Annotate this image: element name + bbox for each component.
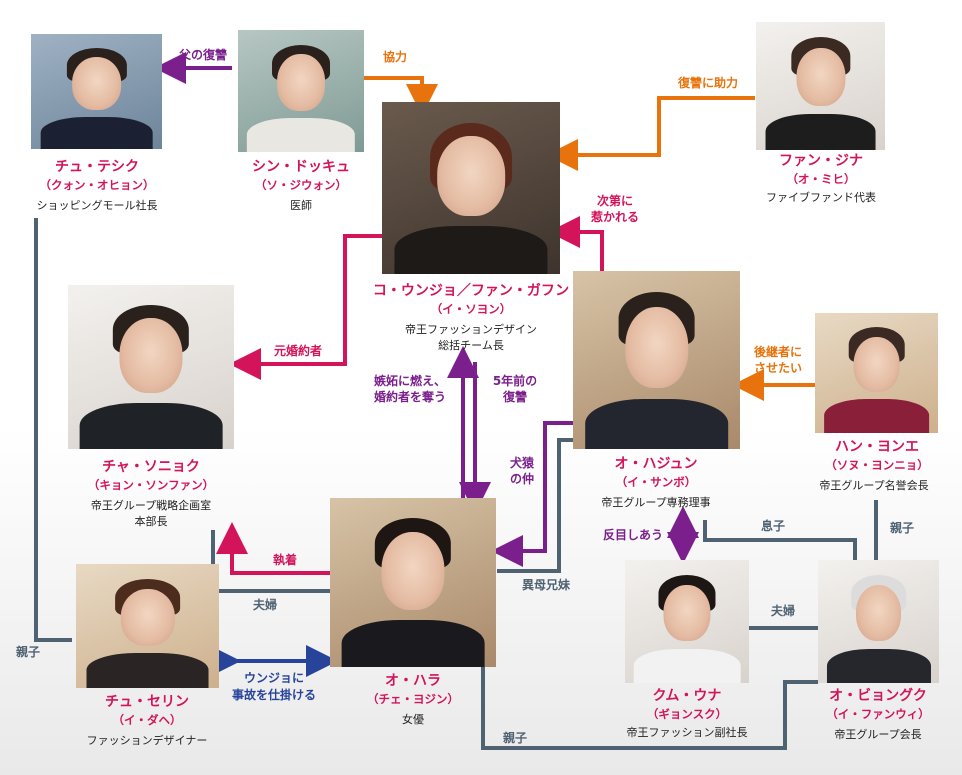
label-cooperation: 協力 [382, 50, 407, 64]
label-revenge5-2: 復讐 [502, 390, 527, 404]
name-o-hara: オ・ハラ [385, 673, 441, 689]
role-fan-jina: ファイブファンド代表 [766, 191, 876, 204]
arrow-attracted [548, 216, 604, 272]
photo-o-hajun [573, 271, 740, 449]
actor-han-yone: （ソヌ・ヨンニョ） [825, 458, 929, 472]
role-shin-dokkyu: 医師 [290, 199, 312, 212]
name-o-byonguk: オ・ビョングク [829, 688, 927, 704]
label-successor-2: させたい [753, 361, 802, 375]
label-parent-child-3: 親子 [15, 645, 40, 659]
role-o-byonguk: 帝王グループ会長 [834, 728, 922, 741]
photo-chu-tesik [31, 34, 162, 149]
name-o-hajun: オ・ハジュン [614, 456, 698, 472]
actor-fan-jina: （オ・ミヒ） [786, 172, 856, 186]
role-kum-una: 帝王ファッション副社長 [626, 726, 748, 739]
photo-cha-sonyok [68, 285, 234, 449]
photo-ko-unjo [382, 102, 560, 274]
label-parent-child-1: 親子 [889, 521, 914, 535]
photo-kum-una [625, 560, 749, 683]
label-couple-1: 夫婦 [252, 598, 277, 612]
actor-kum-una: （ギョンスク） [646, 707, 728, 721]
actor-o-hara: （チェ・ヨジン） [367, 692, 459, 706]
role-han-yone: 帝王グループ名誉会長 [819, 479, 929, 492]
line-half-siblings [497, 438, 573, 573]
photo-shin-dokkyu [238, 30, 364, 152]
label-half-siblings: 異母兄妹 [521, 578, 570, 592]
label-couple-2: 夫婦 [770, 604, 795, 618]
actor-o-hajun: （イ・サンボ） [615, 475, 697, 489]
role-o-hara: 女優 [402, 713, 424, 726]
photo-han-yone [815, 313, 938, 433]
label-enemies-2: の仲 [509, 472, 534, 486]
label-accident-1: ウンジョに [243, 671, 304, 685]
role-cha-sonyok-1: 帝王グループ戦略企画室 [90, 499, 212, 512]
name-fan-jina: ファン・ジナ [779, 153, 863, 169]
label-revenge5-1: 5年前の [492, 374, 538, 388]
label-obsession: 執着 [272, 553, 297, 567]
name-cha-sonyok: チャ・ソニョク [102, 459, 200, 475]
photo-fan-jina [756, 22, 885, 150]
photo-o-byonguk [818, 560, 939, 683]
label-parent-child-2: 親子 [502, 731, 527, 745]
label-rivals: 反目しあう [602, 528, 663, 542]
name-ko-unjo: コ・ウンジョ／ファン・ガフン [372, 283, 570, 299]
actor-ko-unjo: （イ・ソヨン） [430, 302, 512, 316]
name-shin-dokkyu: シン・ドッキュ [252, 159, 350, 175]
label-jealous-2: 婚約者を奪う [373, 390, 446, 404]
label-successor-1: 後継者に [753, 345, 802, 359]
line-chu-tesik-serin [34, 218, 72, 642]
actor-cha-sonyok: （キョン・ソンファン） [87, 478, 215, 492]
name-chu-serin: チュ・セリン [105, 694, 189, 710]
arrow-enemies [491, 421, 573, 567]
label-enemies-1: 犬猿 [509, 456, 534, 470]
line-parent-hara [481, 655, 818, 750]
name-han-yone: ハン・ヨンエ [835, 439, 919, 455]
role-chu-serin: ファッションデザイナー [86, 734, 208, 747]
label-jealous-1: 嫉妬に燃え、 [373, 374, 446, 388]
label-help-revenge: 復讐に助力 [677, 76, 738, 90]
label-ex-fiance: 元婚約者 [273, 344, 322, 358]
role-o-hajun: 帝王グループ専務理事 [601, 496, 711, 509]
role-chu-tesik: ショッピングモール社長 [36, 199, 158, 212]
actor-shin-dokkyu: （ソ・ジウォン） [255, 178, 347, 192]
line-son [703, 520, 857, 560]
actor-o-byonguk: （イ・ファンウィ） [826, 707, 930, 721]
label-attracted-2: 惹かれる [590, 210, 639, 224]
label-revenge-father: 父の復讐 [178, 48, 227, 62]
arrow-help-revenge [546, 96, 755, 171]
role-ko-unjo-2: 総括チーム長 [438, 339, 504, 352]
arrow-ex-fiance [229, 234, 382, 380]
label-son: 息子 [760, 519, 785, 533]
role-cha-sonyok-2: 本部長 [134, 515, 168, 528]
arrow-obsession [216, 522, 330, 575]
name-kum-una: クム・ウナ [652, 688, 722, 704]
photo-o-hara [330, 498, 496, 667]
role-ko-unjo-1: 帝王ファッションデザイン [405, 323, 537, 336]
label-accident-2: 事故を仕掛ける [231, 688, 316, 702]
label-attracted-1: 次第に [596, 194, 633, 208]
actor-chu-serin: （イ・ダヘ） [112, 713, 182, 727]
arrow-cooperation [363, 76, 438, 116]
photo-chu-serin [76, 564, 219, 688]
name-chu-tesik: チュ・テシク [55, 159, 139, 175]
actor-chu-tesik: （クォン・オヒョン） [39, 178, 155, 192]
